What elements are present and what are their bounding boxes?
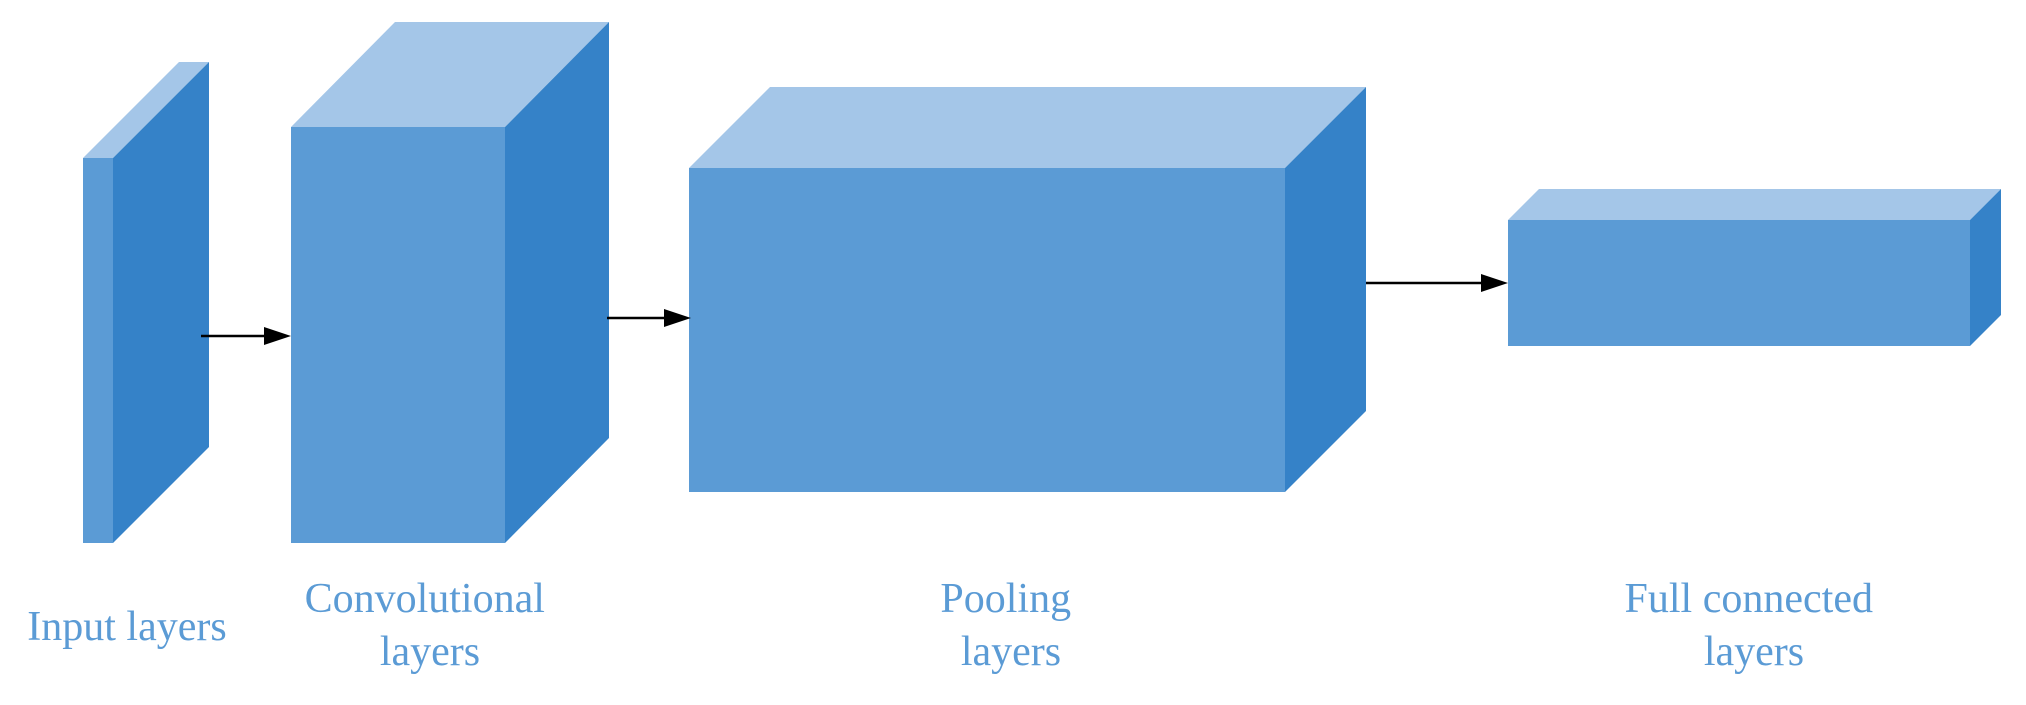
- convolutional-layer-front-face: [291, 127, 505, 543]
- input-layers-label: Input layers: [27, 604, 226, 650]
- full-connected-layer-side-face: [1970, 189, 2001, 346]
- full-connected-layers-label-line-1: Full connected: [1625, 576, 1873, 622]
- input-layers-label-line-1: Input layers: [27, 604, 226, 650]
- pooling-layers-label-line-1: Pooling: [940, 576, 1071, 622]
- input-layer-block: [83, 62, 209, 543]
- pooling-layer-front-face: [689, 168, 1285, 492]
- full-connected-layer-block: [1508, 189, 2001, 346]
- full-connected-layers-label: Full connected layers: [1625, 576, 1884, 675]
- pooling-layers-label-line-2: layers: [961, 629, 1061, 675]
- arrow-input-to-conv: [201, 327, 291, 345]
- convolutional-layer-top-face: [291, 22, 609, 127]
- input-layer-top-face: [83, 62, 209, 158]
- input-layer-side-face: [113, 62, 209, 543]
- pooling-layer-block: [689, 87, 1366, 492]
- pooling-layer-side-face: [1285, 87, 1366, 492]
- convolutional-layers-label-line-1: Convolutional: [305, 576, 545, 622]
- arrow-pool-to-fc: [1366, 274, 1508, 292]
- convolutional-layers-label-line-2: layers: [380, 629, 480, 675]
- full-connected-layer-top-face: [1508, 189, 2001, 220]
- full-connected-layers-label-line-2: layers: [1704, 629, 1804, 675]
- full-connected-layer-front-face: [1508, 220, 1970, 346]
- pooling-layers-label: Pooling layers: [940, 576, 1081, 675]
- pooling-layer-top-face: [689, 87, 1366, 168]
- arrow-conv-to-pool: [607, 309, 691, 327]
- convolutional-layer-block: [291, 22, 609, 543]
- input-layer-front-face: [83, 158, 113, 543]
- convolutional-layers-label: Convolutional layers: [305, 576, 556, 675]
- convolutional-layer-side-face: [505, 22, 609, 543]
